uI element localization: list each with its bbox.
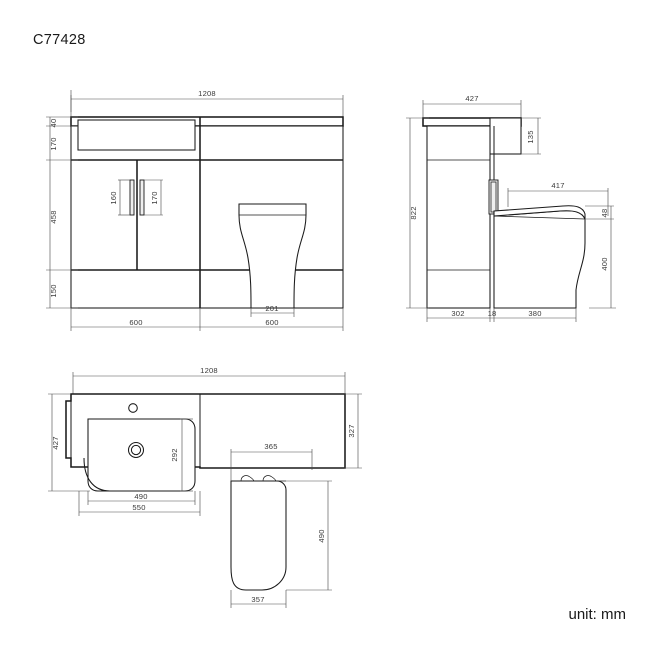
dim-text-458: 458	[49, 210, 58, 223]
dim-text-600-right: 600	[265, 318, 278, 327]
front-door-handles	[129, 179, 145, 216]
dim-front-module-widths: 600 600	[70, 308, 344, 331]
dim-plan-pan-base-357: 357	[230, 590, 287, 608]
side-cabinet-outline	[422, 117, 522, 309]
plan-toilet-seat	[230, 475, 287, 591]
drain-icon	[127, 441, 145, 459]
dim-text-1208-plan: 1208	[200, 366, 218, 375]
dim-front-vertical-stack: 40 170 458 150	[46, 116, 78, 309]
front-toilet-pan	[238, 203, 307, 309]
dim-text-150: 150	[49, 284, 58, 297]
dim-plan-bowl-depth-292: 292	[170, 418, 193, 492]
dim-text-18: 18	[488, 309, 497, 318]
dim-text-160: 160	[109, 191, 118, 204]
dim-side-height-822: 822	[406, 117, 429, 309]
dim-text-292: 292	[170, 448, 179, 461]
dim-text-822: 822	[409, 206, 418, 219]
dim-side-depth-427: 427	[422, 94, 522, 120]
dim-side-seat-417: 417	[507, 181, 609, 216]
unit-label: unit: mm	[568, 606, 626, 623]
page-title: C77428	[33, 32, 86, 48]
dim-text-417: 417	[551, 181, 564, 190]
dim-text-40: 40	[49, 119, 58, 128]
dim-plan-counter-depth-327: 327	[344, 393, 362, 469]
dim-side-basin-nose-135: 135	[521, 117, 541, 155]
dim-text-170-drawer: 170	[49, 137, 58, 150]
dim-side-seat-thickness-48: 48	[585, 205, 614, 220]
dim-text-600-left: 600	[129, 318, 142, 327]
dim-text-490-seat: 490	[317, 529, 326, 542]
dim-text-380: 380	[528, 309, 541, 318]
dim-text-201: 201	[265, 304, 278, 313]
dim-text-327: 327	[347, 424, 356, 437]
dim-side-bottom-stack: 302 18 380	[426, 308, 577, 322]
dim-text-365: 365	[264, 442, 277, 451]
dim-text-550: 550	[132, 503, 145, 512]
dim-text-170-handle: 170	[150, 191, 159, 204]
dim-plan-basin-depth-427: 427	[48, 393, 90, 492]
side-toilet-pan	[493, 205, 586, 309]
dim-text-400: 400	[600, 257, 609, 270]
dim-plan-basin-width-550: 550	[78, 491, 201, 516]
dim-text-302: 302	[451, 309, 464, 318]
dim-plan-bowl-width-490: 490	[87, 491, 196, 505]
dim-text-1208-front: 1208	[198, 89, 216, 98]
dim-side-pan-height-400: 400	[589, 219, 616, 309]
dim-handle-left-160: 160	[109, 179, 130, 216]
dim-plan-seat-depth-490: 490	[286, 480, 332, 591]
dim-text-427-plan: 427	[51, 436, 60, 449]
dim-text-427-side: 427	[465, 94, 478, 103]
dim-handle-right-170: 170	[144, 179, 163, 216]
dim-toilet-pan-width-201: 201	[250, 304, 295, 317]
dim-plan-seat-width-365: 365	[230, 442, 313, 481]
dim-text-135: 135	[526, 130, 535, 143]
dim-plan-width-1208: 1208	[72, 366, 346, 394]
dim-front-overall-width: 1208	[70, 89, 344, 117]
dim-text-357: 357	[251, 595, 264, 604]
tap-hole-icon	[128, 403, 138, 413]
plan-basin-bowl	[83, 403, 196, 492]
dim-text-490-bowl: 490	[134, 492, 147, 501]
dim-text-48: 48	[600, 209, 609, 218]
